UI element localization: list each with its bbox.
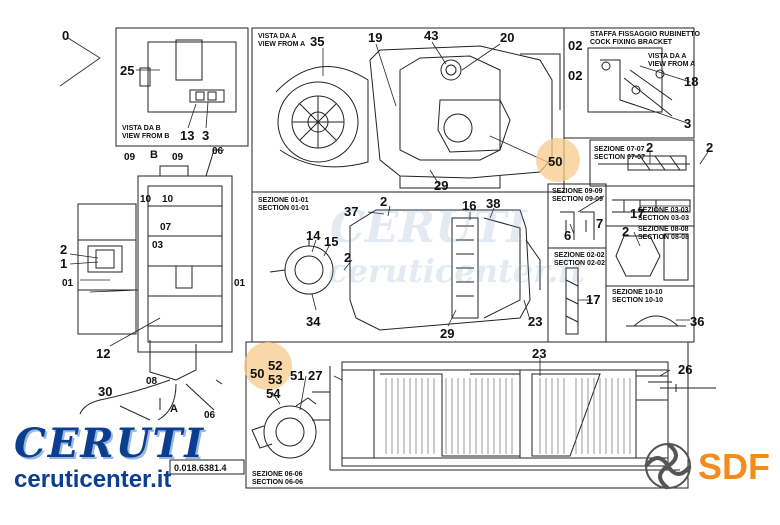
callout-0: 0 — [62, 28, 69, 43]
label-section-0101-it: SEZIONE 01-01 — [258, 197, 309, 204]
highlight-50-upper — [536, 138, 580, 182]
callout-2: 2 — [344, 250, 351, 265]
callout-17: 17 — [586, 292, 600, 307]
watermark-line1: CERUTI — [330, 202, 528, 253]
callout-54: 54 — [266, 386, 281, 401]
label-section-0909-en: SECTION 09-09 — [552, 196, 603, 203]
label-section-0707-en: SECTION 07-07 — [594, 154, 645, 161]
label-section-0202-en: SECTION 02-02 — [554, 260, 605, 267]
callout-29: 29 — [434, 178, 448, 193]
callout-35: 35 — [310, 34, 324, 49]
callout-2: 2 — [706, 140, 713, 155]
callout-17: 17 — [630, 206, 644, 221]
label-view-a-it: VISTA DA A — [258, 33, 296, 40]
callout-36: 36 — [690, 314, 704, 329]
callout-38: 38 — [486, 196, 500, 211]
callout-52: 52 — [268, 358, 282, 373]
label-view-b-it: VISTA DA B — [122, 125, 161, 132]
callout-09: 09 — [124, 152, 136, 163]
callout-3: 3 — [202, 128, 209, 143]
label-bracket-en: COCK FIXING BRACKET — [590, 39, 673, 46]
label-section-0303-en: SECTION 03-03 — [638, 215, 689, 222]
callout-53: 53 — [268, 372, 282, 387]
callout-02: 02 — [568, 38, 582, 53]
label-section-1010-it: SEZIONE 10-10 — [612, 289, 663, 296]
callout-2: 2 — [622, 224, 629, 239]
label-section-0101-en: SECTION 01-01 — [258, 205, 309, 212]
sdf-logo-text: SDF — [698, 446, 770, 487]
label-view-a-en: VIEW FROM A — [258, 41, 305, 48]
label-bracket-it: STAFFA FISSAGGIO RUBINETTO — [590, 31, 700, 38]
callout-23: 23 — [528, 314, 542, 329]
label-view-b-en: VIEW FROM B — [122, 133, 169, 140]
label-section-0707-it: SEZIONE 07-07 — [594, 146, 645, 153]
callout-30: 30 — [98, 384, 112, 399]
panel-section-06 — [245, 341, 689, 489]
sdf-logo-icon — [644, 442, 692, 490]
callout-18: 18 — [684, 74, 698, 89]
callout-50: 50 — [548, 154, 562, 169]
callout-2: 2 — [646, 140, 653, 155]
callout-08: 08 — [146, 376, 158, 387]
label-section-0808-en: SECTION 08-08 — [638, 234, 689, 241]
callout-25: 25 — [120, 63, 134, 78]
callout-26: 26 — [678, 362, 692, 377]
label-section-1010-en: SECTION 10-10 — [612, 297, 663, 304]
panel-part-number — [169, 459, 245, 475]
callout-01: 01 — [62, 278, 74, 289]
label-section-0202-it: SEZIONE 02-02 — [554, 252, 605, 259]
callout-10: 10 — [140, 194, 152, 205]
panel-bracket — [563, 27, 695, 139]
callout-06: 06 — [204, 410, 216, 421]
callout-7: 7 — [596, 216, 603, 231]
callout-2: 2 — [380, 194, 387, 209]
panel-view-a-main — [251, 27, 565, 193]
callout-20: 20 — [500, 30, 514, 45]
callout-03: 03 — [152, 240, 164, 251]
callout-29: 29 — [440, 326, 454, 341]
callout-B: B — [150, 149, 158, 161]
callout-A: A — [170, 403, 178, 415]
label-section-0606-it: SEZIONE 06-06 — [252, 471, 303, 478]
highlight-50-lower — [244, 342, 292, 390]
callout-02: 02 — [568, 68, 582, 83]
callout-01: 01 — [234, 278, 246, 289]
callout-50: 50 — [250, 366, 264, 381]
callout-3: 3 — [684, 116, 691, 131]
label-section-0606-en: SECTION 06-06 — [252, 479, 303, 486]
callout-23: 23 — [532, 346, 546, 361]
ceruti-logo: CERUTI — [14, 420, 205, 467]
callout-34: 34 — [306, 314, 321, 329]
callout-10: 10 — [162, 194, 174, 205]
callout-09: 09 — [172, 152, 184, 163]
label-section-0808-it: SEZIONE 08-08 — [638, 226, 689, 233]
callout-19: 19 — [368, 30, 382, 45]
callout-14: 14 — [306, 228, 321, 243]
label-section-0303-it: SEZIONE 03-03 — [638, 207, 689, 214]
callout-6: 6 — [564, 228, 571, 243]
callout-1: 1 — [60, 256, 67, 271]
label-view-a2-en: VIEW FROM A — [648, 61, 695, 68]
label-view-a2-it: VISTA DA A — [648, 53, 686, 60]
part-number: 0.018.6381.4 — [174, 463, 227, 473]
callout-06: 06 — [212, 146, 224, 157]
panel-view-b — [115, 27, 249, 147]
callout-07: 07 — [160, 222, 172, 233]
callout-13: 13 — [180, 128, 194, 143]
callout-37: 37 — [344, 204, 358, 219]
callout-2: 2 — [60, 242, 67, 257]
callout-15: 15 — [324, 234, 338, 249]
callout-51: 51 — [290, 368, 304, 383]
callout-43: 43 — [424, 28, 438, 43]
callout-16: 16 — [462, 198, 476, 213]
watermark-line2: ceruticenter.it — [328, 252, 585, 290]
label-section-0909-it: SEZIONE 09-09 — [552, 188, 603, 195]
ceruti-url[interactable]: ceruticenter.it — [14, 466, 172, 493]
callout-27: 27 — [308, 368, 322, 383]
callout-12: 12 — [96, 346, 110, 361]
